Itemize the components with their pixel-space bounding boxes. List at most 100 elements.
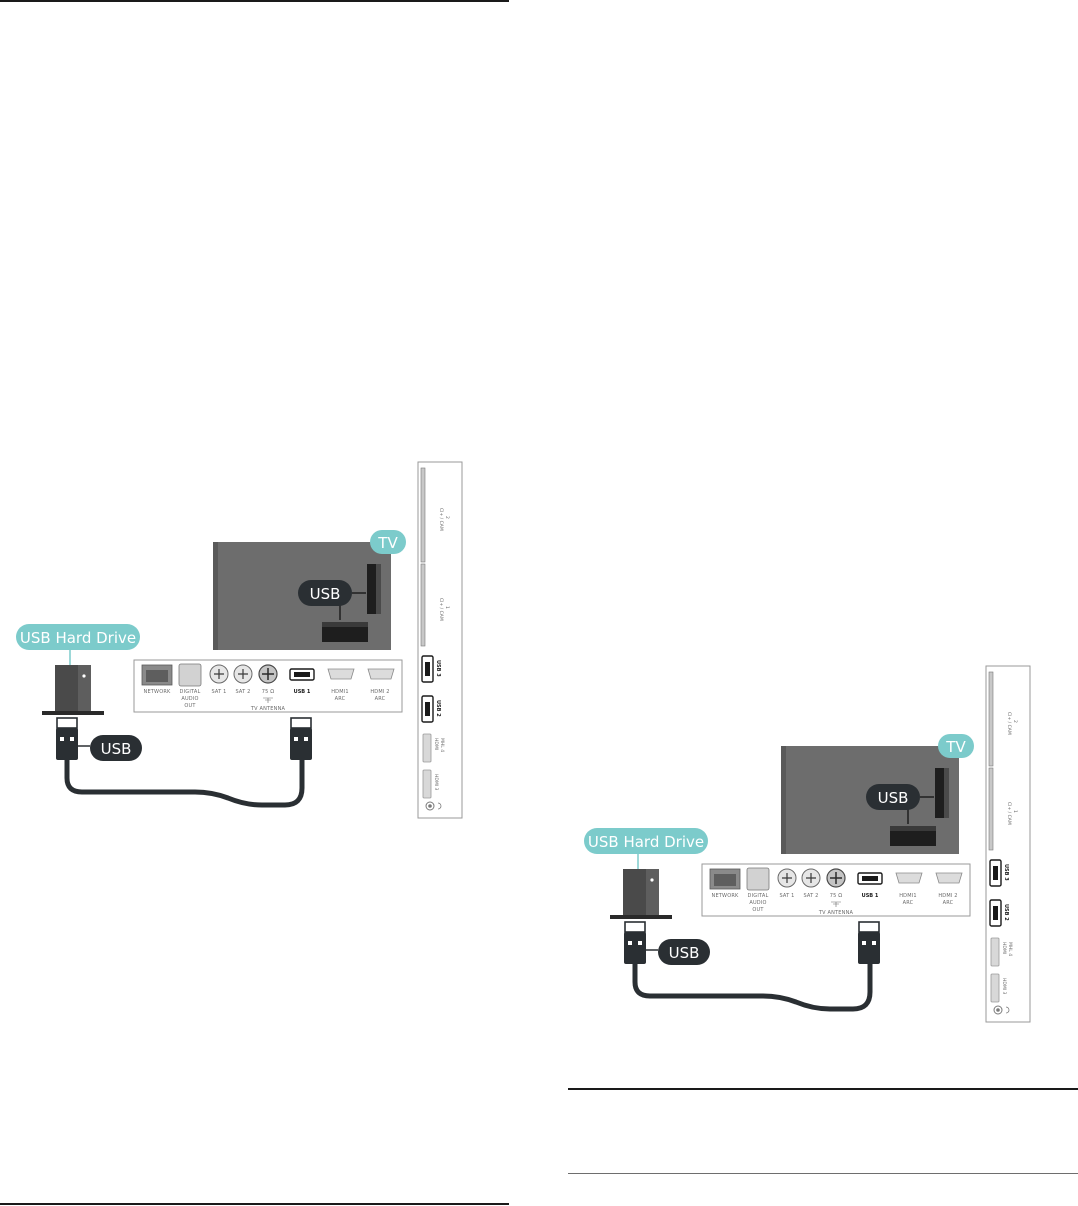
tv-label: TV — [945, 738, 966, 756]
tv-back-2: USB TV — [781, 734, 974, 854]
optical-port-icon — [746, 867, 770, 891]
hdmi1-label: HDMI1 — [899, 893, 917, 899]
usb-cable-label: USB — [669, 944, 700, 962]
hdmi2-arc-label: ARC — [943, 900, 954, 906]
ohm-label: 75 Ω — [830, 893, 843, 899]
usb-tv-label: USB — [878, 789, 909, 807]
usb-plug-right-tip — [858, 921, 880, 933]
hdmi2-port-icon — [367, 668, 395, 680]
usb-tv-label: USB — [310, 585, 341, 603]
usb-plug-left — [56, 728, 78, 760]
usb-hard-drive-diagram-2: CI+ / CAM 2 CI+ / CAM 1 USB 3 USB 2 HDMI… — [568, 664, 1038, 1026]
bottom-rule-left — [0, 1203, 509, 1205]
usb-cable-label-pill — [90, 735, 142, 761]
usb-plug-right-tip — [290, 717, 312, 729]
ground-icon — [831, 901, 841, 907]
usb-hard-drive-diagram-1: CI+ / CAM 2 CI+ / CAM 1 USB 3 USB 2 HDMI… — [0, 460, 470, 822]
usb-tv-label-pill — [866, 784, 920, 810]
usb-cable-2: USB — [624, 921, 880, 1012]
hdmi3-port-icon — [422, 769, 432, 799]
ci-cam-1-label: CI+ / CAM — [1006, 802, 1012, 825]
digital-audio-label-1: DIGITAL — [180, 689, 201, 695]
ci-cam-2-num: 2 — [1012, 720, 1018, 723]
usb3-label: USB 3 — [435, 660, 441, 677]
usb-hard-drive-2: USB Hard Drive — [584, 828, 708, 919]
hdmi4-mhl-label: MHL 4 — [1007, 942, 1013, 956]
ci-cam-2-num: 2 — [444, 516, 450, 519]
usb-tv-label-pill — [298, 580, 352, 606]
usb2-label: USB 2 — [1003, 904, 1009, 921]
rear-panel: NETWORK DIGITAL AUDIO OUT SAT 1 SAT 2 75… — [133, 659, 403, 713]
drive-led-icon — [650, 878, 654, 882]
usb-connection-illustration: CI+ / CAM 2 CI+ / CAM 1 USB 3 USB 2 HDMI… — [16, 461, 463, 819]
tv-antenna-label: TV ANTENNA — [250, 706, 286, 712]
digital-audio-label-3: OUT — [752, 907, 764, 913]
usb1-label: USB 1 — [294, 689, 311, 695]
hdmi1-port-icon — [327, 668, 355, 680]
top-rule-left — [0, 0, 509, 2]
headphone-icon — [437, 802, 442, 810]
section-rule-right — [568, 1088, 1078, 1090]
sat1-label: SAT 1 — [211, 689, 226, 695]
ohm-label: 75 Ω — [262, 689, 275, 695]
usb-hard-drive: USB Hard Drive — [16, 624, 140, 715]
hdmi2-port-icon — [935, 872, 963, 884]
hdmi4-label: HDMI — [1001, 942, 1007, 954]
ci-slot-1-icon — [988, 767, 994, 851]
hdmi1-port-icon — [895, 872, 923, 884]
side-panel: CI+ / CAM 2 CI+ / CAM 1 USB 3 USB 2 HDMI… — [417, 461, 463, 819]
hdmi2-label: HDMI 2 — [370, 689, 389, 695]
network-label: NETWORK — [712, 893, 740, 899]
tv-label: TV — [377, 534, 398, 552]
usb-plug-left-tip — [624, 921, 646, 933]
tv-back: USB TV — [213, 530, 406, 650]
usb-connection-illustration-2: CI+ / CAM 2 CI+ / CAM 1 USB 3 USB 2 HDMI… — [584, 665, 1031, 1023]
usb1-label: USB 1 — [862, 893, 879, 899]
sat2-label: SAT 2 — [235, 689, 250, 695]
hdmi2-label: HDMI 2 — [938, 893, 957, 899]
hdmi3-label: HDMI 3 — [1001, 978, 1007, 994]
ci-slot-2-icon — [988, 671, 994, 767]
hdmi1-label: HDMI1 — [331, 689, 349, 695]
rear-panel-2: NETWORK DIGITAL AUDIO OUT SAT 1 SAT 2 75… — [701, 863, 971, 917]
sat2-label: SAT 2 — [803, 893, 818, 899]
usb-plug-left-tip — [56, 717, 78, 729]
usb-hard-drive-label-pill — [584, 828, 708, 854]
hdmi3-port-icon — [990, 973, 1000, 1003]
digital-audio-label-3: OUT — [184, 703, 196, 709]
hdmi1-arc-label: ARC — [903, 900, 914, 906]
digital-audio-label-1: DIGITAL — [748, 893, 769, 899]
tv-label-pill — [370, 530, 406, 554]
usb-cable: USB — [56, 717, 312, 808]
hdmi4-label: HDMI — [433, 738, 439, 750]
ci-cam-1-num: 1 — [444, 606, 450, 609]
hdmi1-arc-label: ARC — [335, 696, 346, 702]
side-panel-2: CI+ / CAM 2 CI+ / CAM 1 USB 3 USB 2 HDMI… — [985, 665, 1031, 1023]
hdmi2-arc-label: ARC — [375, 696, 386, 702]
digital-audio-label-2: AUDIO — [181, 696, 198, 702]
drive-led-icon — [82, 674, 86, 678]
optical-port-icon — [178, 663, 202, 687]
hdmi4-port-icon — [422, 733, 432, 763]
digital-audio-label-2: AUDIO — [749, 900, 766, 906]
hdmi4-port-icon — [990, 937, 1000, 967]
usb-plug-right — [858, 932, 880, 964]
section-rule-right-thin — [568, 1173, 1078, 1174]
headphone-icon — [1005, 1006, 1010, 1014]
ground-icon — [263, 697, 273, 703]
ci-cam-1-label: CI+ / CAM — [438, 598, 444, 621]
usb-plug-right — [290, 728, 312, 760]
usb-hard-drive-label: USB Hard Drive — [588, 833, 704, 851]
ci-cam-2-label: CI+ / CAM — [1006, 712, 1012, 735]
ci-slot-1-icon — [420, 563, 426, 647]
usb-plug-left — [624, 932, 646, 964]
network-label: NETWORK — [144, 689, 172, 695]
ci-cam-2-label: CI+ / CAM — [438, 508, 444, 531]
hdmi3-label: HDMI 3 — [433, 774, 439, 790]
usb-cable-label-pill — [658, 939, 710, 965]
tv-antenna-label: TV ANTENNA — [818, 910, 854, 916]
usb2-label: USB 2 — [435, 700, 441, 717]
tv-label-pill — [938, 734, 974, 758]
usb-hard-drive-label: USB Hard Drive — [20, 629, 136, 647]
ci-cam-1-num: 1 — [1012, 810, 1018, 813]
